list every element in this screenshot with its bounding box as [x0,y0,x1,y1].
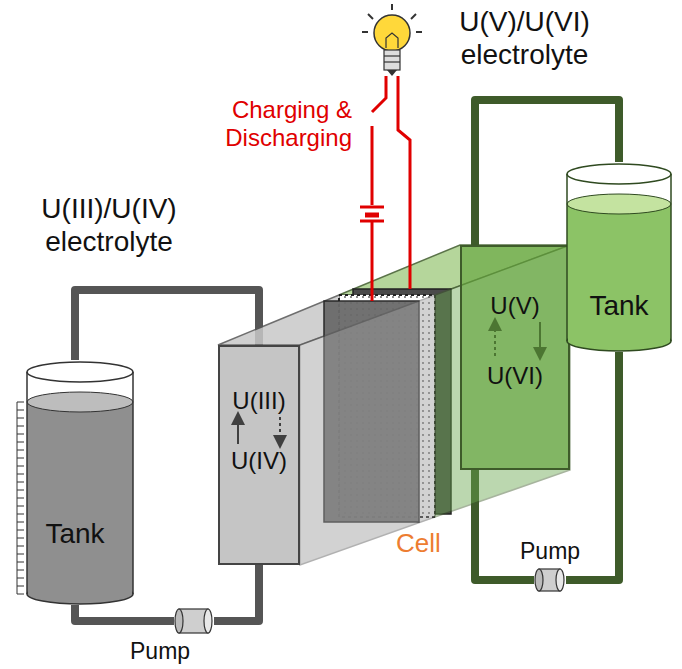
tank-cylinder [15,360,135,605]
tank: Tank [15,360,135,605]
battery-symbol [360,206,384,209]
pump-symbol [534,568,566,592]
species-label: U(IV) [220,447,298,475]
tank-label: Tank [15,518,135,550]
pump: Pump [520,538,600,596]
pump-label: Pump [130,638,190,664]
circuit-label: Charging & Discharging [214,96,352,153]
species-label: U(V) [462,292,568,320]
species-label: U(III) [220,387,298,415]
electrolyte-pipe [214,565,259,621]
half-cell: U(V) U(VI) [460,245,570,470]
pump-label: Pump [520,538,580,564]
tank: Tank [565,162,673,352]
cell-front-gray [300,295,435,565]
cell-label: Cell [396,528,466,559]
tank-cylinder [565,162,673,352]
tank-label: Tank [565,290,673,322]
light-bulb [362,4,422,76]
battery-symbol [371,221,374,226]
cell-front-green [435,245,570,517]
species-label: U(VI) [462,362,568,390]
electrolyte-label: U(V)/U(VI) electrolyte [432,5,617,71]
electrolyte-pipe [75,605,174,621]
half-cell: U(III) U(IV) [218,345,300,565]
battery-symbol [365,213,379,218]
electrolyte-label: U(III)/U(IV) electrolyte [18,192,200,258]
circuit-wire [372,76,386,205]
pump-symbol [174,608,214,634]
circuit-wire [398,76,410,289]
circuit-wire [371,226,374,301]
pump: Pump [128,608,220,666]
